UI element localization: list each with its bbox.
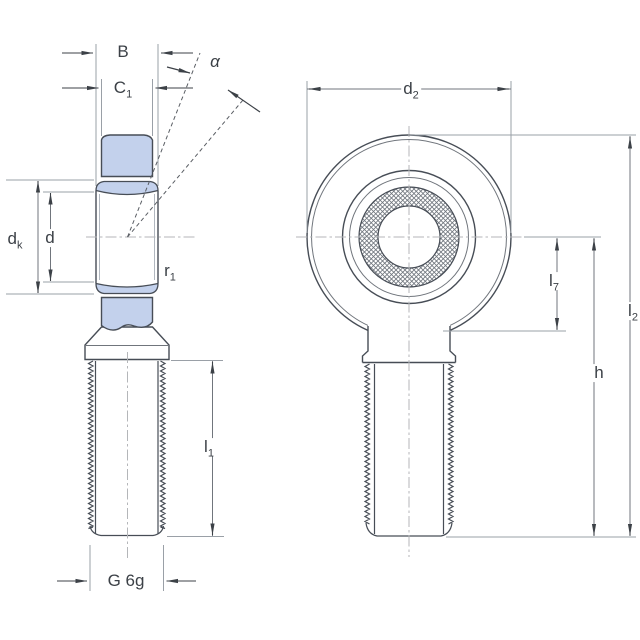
right-centerlines [296, 126, 524, 557]
label-h: h [592, 363, 606, 383]
label-d: d [43, 228, 57, 248]
label-l2: l2 [626, 301, 640, 324]
left-extension-lines [6, 44, 224, 591]
label-l1: l1 [202, 437, 216, 460]
right-dimension-arrows [308, 86, 633, 536]
ball-bottom-cap [95, 282, 159, 295]
right-view [296, 81, 636, 557]
housing-bottom [100, 296, 154, 331]
label-r1: r1 [164, 261, 176, 284]
housing-top [100, 134, 154, 178]
rod-end-side-geometry [84, 134, 170, 537]
left-view [6, 44, 261, 591]
label-d2: d2 [401, 79, 421, 102]
label-l7: l7 [547, 271, 561, 294]
left-dimension-arrows [35, 50, 215, 584]
thread-left-view [87, 360, 167, 537]
left-centerlines [86, 236, 197, 558]
thread-right-view [363, 363, 455, 537]
label-dk: dk [7, 229, 23, 252]
alpha-angle-lines [127, 52, 261, 238]
right-extension-lines [306, 81, 636, 538]
label-thread-size: G 6g [107, 571, 145, 591]
label-b: B [117, 42, 129, 62]
ball-top-cap [95, 180, 159, 196]
label-alpha: α [210, 52, 220, 72]
label-c1: C1 [113, 78, 133, 101]
